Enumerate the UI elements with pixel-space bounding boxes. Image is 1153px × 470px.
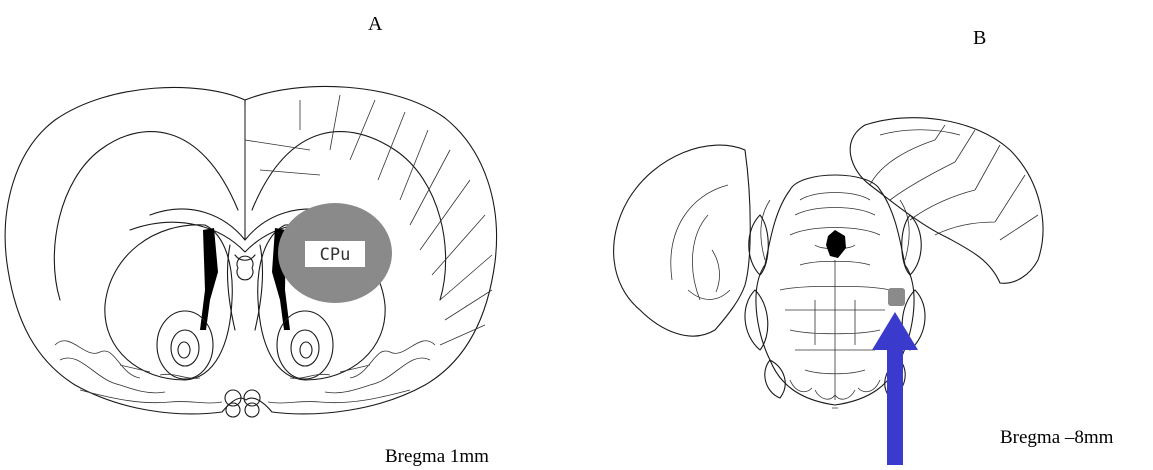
- ac-left-outer: [157, 311, 213, 379]
- brain-a-outline: [5, 86, 496, 413]
- hemisphere-right-b: [850, 118, 1043, 284]
- lesion-b: [888, 288, 905, 306]
- brainstem-inner-b: [761, 193, 909, 401]
- olfactory-circle-4: [245, 403, 259, 417]
- cpu-label: CPu: [320, 245, 351, 265]
- aqueduct-b: [826, 230, 846, 258]
- coronal-section-b: [614, 118, 1043, 465]
- hemisphere-left-b: [614, 145, 751, 336]
- ac-right-outer: [277, 311, 333, 379]
- ac-right-inner: [291, 330, 319, 366]
- ac-right-core: [300, 342, 312, 358]
- ac-left-inner: [171, 330, 199, 366]
- ac-left-core: [178, 342, 190, 358]
- olfactory-circle-3: [226, 403, 240, 417]
- hemisphere-left-inner-b: [671, 185, 730, 300]
- ventricle-left-a: [200, 228, 218, 330]
- coronal-section-a: CPu: [5, 86, 496, 417]
